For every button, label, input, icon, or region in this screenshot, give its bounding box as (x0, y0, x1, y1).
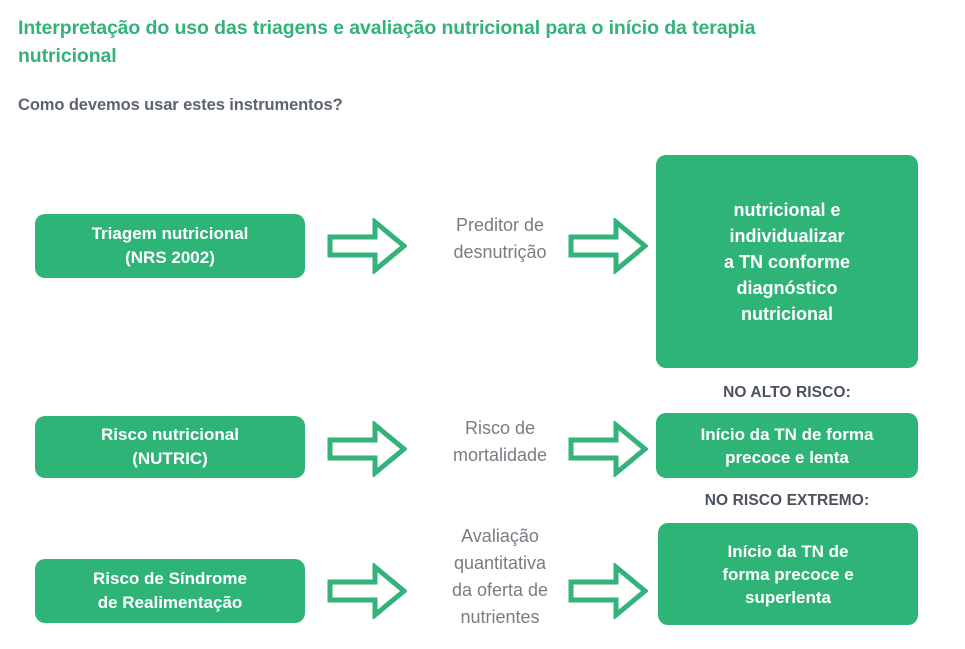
risk-label-risco-extremo: NO RISCO EXTREMO: (704, 492, 870, 509)
arrow-right-icon (568, 218, 648, 274)
arrow-right-icon (568, 563, 648, 619)
outcome-box-label: Início da TN de forma precoce e superlen… (722, 541, 854, 607)
instrument-box-label: Risco nutricional (NUTRIC) (101, 425, 239, 468)
arrow-right-icon (327, 421, 407, 477)
caption-risco-mortalidade: Risco de mortalidade (452, 418, 548, 465)
instrument-box-risco-nutricional[interactable]: Risco nutricional (NUTRIC) (35, 416, 305, 478)
outcome-box-precoce-lenta[interactable]: Início da TN de forma precoce e lenta (656, 413, 918, 478)
instrument-box-triagem-nutricional[interactable]: Triagem nutricional (NRS 2002) (35, 214, 305, 278)
arrow-right-icon (327, 218, 407, 274)
page-subtitle: Como devemos usar estes instrumentos? (18, 96, 343, 114)
arrow-right-icon (327, 563, 407, 619)
instrument-box-sindrome-realimentacao[interactable]: Risco de Síndrome de Realimentação (35, 559, 305, 623)
instrument-box-label: Risco de Síndrome de Realimentação (93, 569, 247, 612)
outcome-box-label: Início da TN de forma precoce e lenta (700, 424, 874, 467)
arrow-right-icon (568, 421, 648, 477)
outcome-box-precoce-superlenta[interactable]: Início da TN de forma precoce e superlen… (658, 523, 918, 625)
page-title: Interpretação do uso das triagens e aval… (18, 17, 756, 67)
instrument-box-label: Triagem nutricional (NRS 2002) (91, 224, 249, 267)
caption-avaliacao-quantitativa: Avaliação quantitativa da oferta de nutr… (451, 526, 549, 627)
outcome-box-diagnostico-nutricional[interactable]: nutricional e individualizar a TN confor… (656, 155, 918, 368)
risk-label-alto-risco: NO ALTO RISCO: (723, 384, 851, 401)
outcome-box-label: nutricional e individualizar a TN confor… (723, 199, 851, 324)
caption-preditor-desnutricao: Preditor de desnutrição (453, 215, 547, 262)
